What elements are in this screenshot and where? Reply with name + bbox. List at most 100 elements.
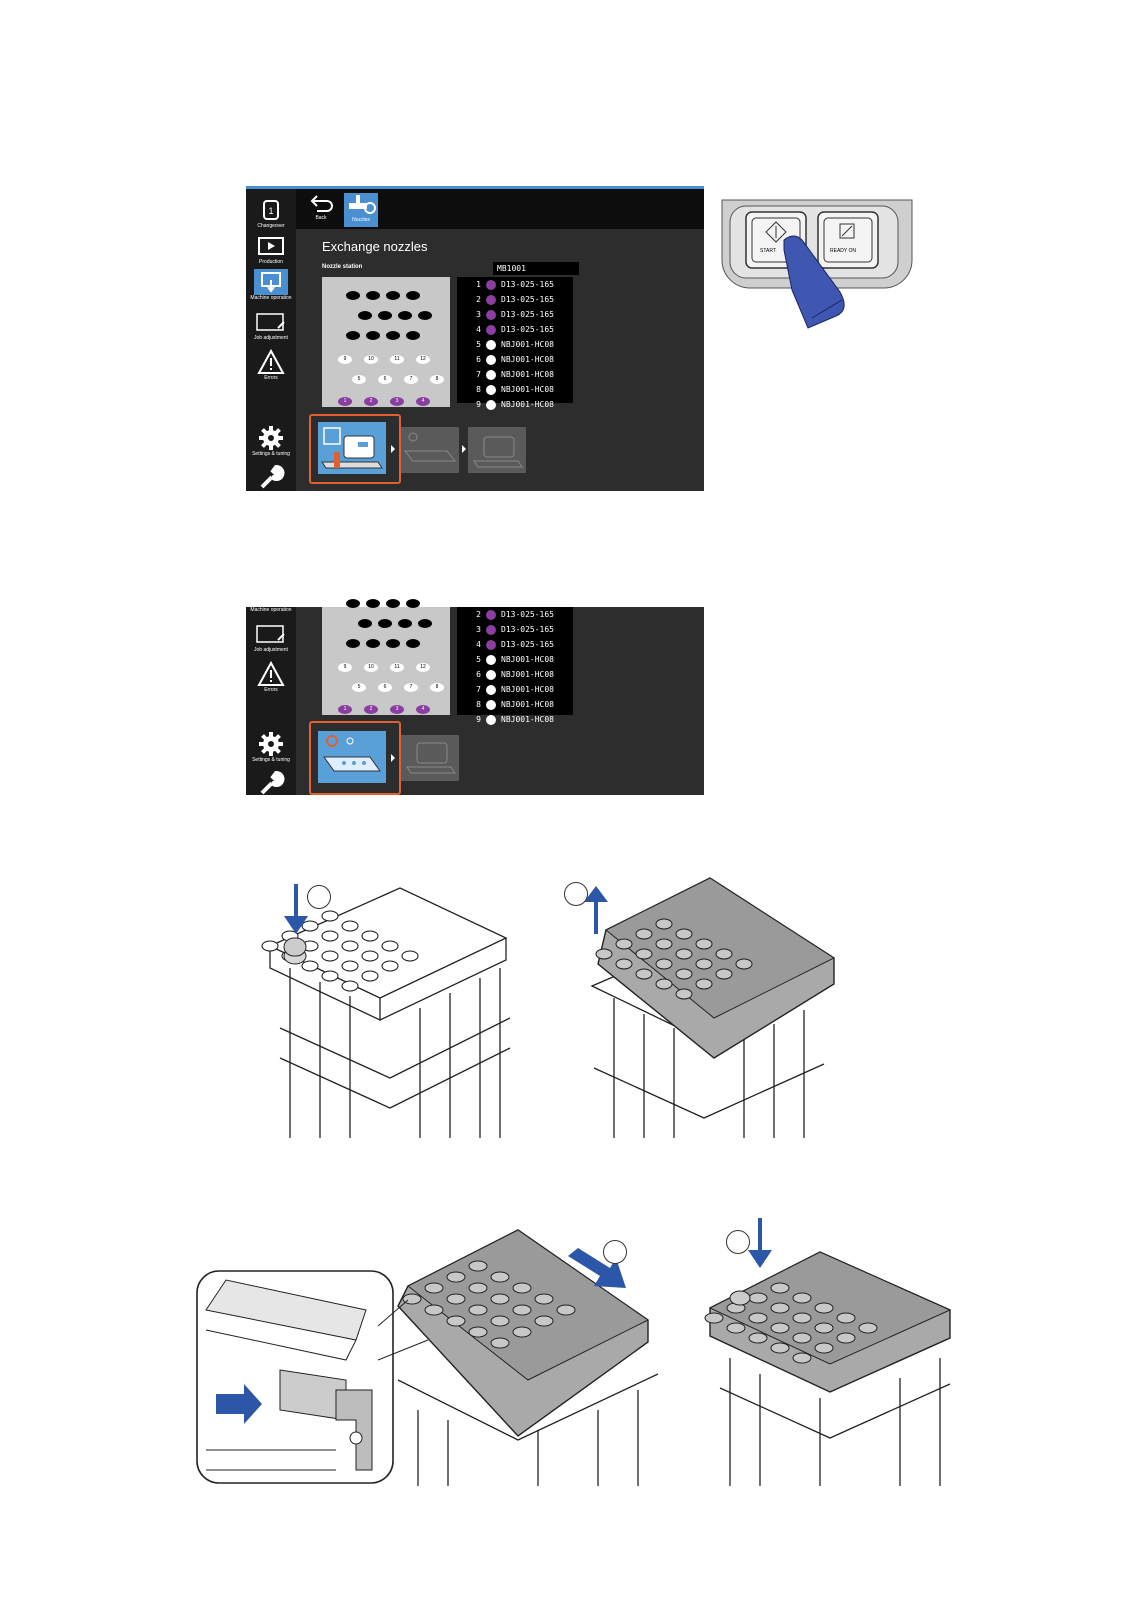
nozzle-name: NBJ001-HC08 [501, 670, 554, 679]
nozzle-number: 9 [476, 715, 481, 724]
control-panel: START READY ON [721, 199, 913, 330]
gear-icon [254, 731, 288, 757]
nozzle-slot-label: 9 [338, 663, 352, 672]
station-id-field: MB1001 [493, 262, 579, 275]
nozzle-color-dot [486, 624, 496, 635]
nozzle-hole [346, 639, 360, 648]
nozzle-hole [858, 1322, 878, 1334]
nozzle-color-dot [486, 609, 496, 620]
sidebar-item-errors[interactable]: Errors [246, 348, 296, 381]
nozzle-hole [534, 1293, 554, 1305]
pressing-hand-icon [792, 240, 852, 325]
nozzle-hole [301, 960, 319, 972]
step-1-remove-head[interactable] [318, 422, 386, 474]
step-2-exchange[interactable] [318, 731, 386, 783]
nozzle-hole [358, 619, 372, 628]
nozzle-hole [748, 1332, 768, 1344]
nozzle-name: NBJ001-HC08 [501, 400, 554, 409]
detail-inset-engage-hook [196, 1270, 394, 1484]
nozzle-hole [655, 958, 673, 970]
illustration-press-lock-button [261, 884, 511, 1138]
sidebar-item-settings[interactable]: Settings & tuning [246, 425, 296, 457]
nozzle-hole [512, 1326, 532, 1338]
nozzle-slot-label: 1 [338, 397, 352, 406]
nozzle-slot-label: 6 [378, 683, 392, 692]
sidebar-item-machine-operation[interactable]: Machine operation [246, 269, 296, 301]
nozzle-number: 5 [476, 340, 481, 349]
step-2-exchange[interactable] [401, 427, 459, 473]
nozzle-hole [418, 311, 432, 320]
sidebar-item-production[interactable]: Production [246, 233, 296, 265]
step-3-reinstall[interactable] [468, 427, 526, 473]
nozzle-number: 2 [476, 610, 481, 619]
nozzle-hole [748, 1312, 768, 1324]
nozzle-slot-label: 9 [338, 355, 352, 364]
nozzle-hole [341, 960, 359, 972]
right-arrow-icon [216, 1384, 262, 1424]
sidebar-item-errors[interactable]: Errors [246, 660, 296, 693]
nozzle-hole [770, 1282, 790, 1294]
illustration-lower-head [704, 1218, 952, 1486]
nozzle-number: 3 [476, 310, 481, 319]
sidebar-item-job-adjustment[interactable]: Job adjustment [246, 309, 296, 341]
nozzle-hole [635, 968, 653, 980]
nozzle-slot-label: 3 [390, 705, 404, 714]
nozzle-hole [386, 291, 400, 300]
sidebar-item-settings[interactable]: Settings & tuning [246, 731, 296, 763]
back-button[interactable]: Back [304, 193, 338, 227]
nozzle-hole [386, 331, 400, 340]
nozzle-hole [748, 1292, 768, 1304]
nozzle-hole [366, 599, 380, 608]
nozzle-slot-label: 8 [430, 683, 444, 692]
nozzle-color-dot [486, 639, 496, 650]
wrench-icon[interactable] [246, 771, 296, 797]
step-3-reinstall[interactable] [401, 735, 459, 781]
page-title: Exchange nozzles [322, 239, 428, 254]
sidebar-item-machine-operation[interactable]: Machine operation [250, 607, 292, 613]
up-arrow-icon [584, 886, 608, 934]
nozzle-hole [468, 1282, 488, 1294]
nozzle-hole [704, 1312, 724, 1324]
nozzle-name: NBJ001-HC08 [501, 685, 554, 694]
sidebar-item-job-adjustment[interactable]: Job adjustment [246, 621, 296, 653]
nozzle-slot-label: 11 [390, 355, 404, 364]
down-arrow-icon [284, 884, 308, 934]
nozzle-hole [386, 639, 400, 648]
nozzle-color-dot [486, 294, 496, 305]
machine-screen-step2: Machine operation Job adjustment Errors … [246, 599, 704, 795]
nozzles-button[interactable]: Nozzles [344, 193, 378, 227]
nozzle-hole [402, 1293, 422, 1305]
nozzle-hole [366, 331, 380, 340]
nozzle-hole [695, 958, 713, 970]
sidebar: Machine operation Job adjustment Errors … [246, 607, 296, 795]
nozzle-name: NBJ001-HC08 [501, 700, 554, 709]
wrench-icon[interactable] [246, 465, 296, 491]
sidebar-item-changeover[interactable]: 1 Changeover [246, 197, 296, 229]
nozzle-hole [378, 311, 392, 320]
nozzle-slot-label: 10 [364, 355, 378, 364]
nozzle-hole [836, 1312, 856, 1324]
nozzle-slot-label: 2 [364, 397, 378, 406]
nozzle-slot-label: 8 [430, 375, 444, 384]
nozzle-hole [301, 920, 319, 932]
nozzle-slot-label: 2 [364, 705, 378, 714]
